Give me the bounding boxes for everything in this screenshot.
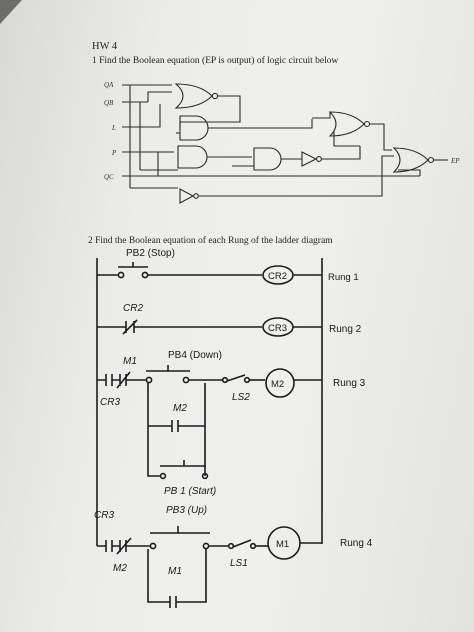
or-gate-2-bubble (363, 120, 371, 128)
and-gate-2 (177, 145, 208, 169)
ls2-switch (226, 374, 246, 382)
pb3-contact-right (202, 542, 210, 550)
m1-branch (147, 549, 207, 608)
qc-to-or3-wire (398, 169, 421, 176)
input-label-qb: QB (104, 99, 114, 107)
question-1-text: 1 Find the Boolean equation (EP is outpu… (92, 55, 338, 66)
pb3-button (150, 526, 210, 534)
label-pb2: PB2 (Stop) (126, 248, 175, 259)
or-gate-2 (312, 111, 365, 137)
label-rung-3: Rung 3 (333, 378, 366, 389)
label-cr3-contact-b: CR3 (94, 510, 114, 521)
pb2-contact-left (117, 271, 125, 279)
pb4-contact-left (145, 376, 153, 384)
not2-output-wire (198, 155, 394, 197)
input-tap-wires (129, 85, 141, 188)
label-cr3-coil: CR3 (268, 323, 287, 334)
ls1-left (227, 542, 235, 550)
pb4-button (146, 365, 190, 372)
label-rung-2: Rung 2 (329, 324, 362, 335)
or2-output-wire (370, 123, 392, 151)
pb4-contact-right (182, 376, 190, 384)
label-cr3-contact: CR3 (100, 397, 120, 408)
label-rung-4: Rung 4 (340, 538, 373, 549)
label-cr2-contact: CR2 (123, 303, 143, 314)
and1-output-wire (208, 119, 313, 129)
ls2-right (243, 376, 251, 384)
or1-output-wire (179, 95, 241, 128)
or-gate-1 (174, 83, 213, 109)
label-cr2-coil: CR2 (268, 271, 287, 282)
pb2-button (118, 262, 148, 268)
not-gate-2 (179, 188, 195, 204)
input-label-p: P (111, 149, 117, 157)
or2-input-wire (333, 132, 360, 147)
label-m2-contact: M2 (173, 403, 187, 414)
pb1-contact-left (159, 472, 167, 480)
input-label-l: L (111, 124, 116, 132)
or-gate-1-bubble (211, 92, 219, 100)
label-m2-contact-b: M2 (113, 563, 127, 574)
m2-branch (147, 383, 206, 477)
label-m1-contact: M1 (123, 356, 137, 367)
label-m2-coil: M2 (271, 379, 284, 390)
pb3-contact-left (149, 542, 157, 550)
not-gate-1-bubble (316, 156, 322, 162)
or-gate-3 (392, 147, 429, 173)
not1-output-wire (321, 146, 361, 160)
pb1-button (160, 426, 206, 476)
label-m1-contact-b: M1 (168, 566, 182, 577)
ls1-switch (232, 539, 252, 548)
input-label-qc: QC (104, 173, 114, 181)
ladder-diagram (96, 258, 323, 608)
input-label-qa: QA (104, 81, 114, 89)
and-gate-1 (179, 115, 209, 141)
pb2-contact-right (141, 271, 149, 279)
cr3-m2-contacts (97, 537, 150, 555)
not-gate-1 (301, 151, 318, 167)
label-ls2: LS2 (232, 392, 250, 403)
ls1-right (249, 542, 257, 550)
ls2-left (221, 376, 229, 384)
label-m1-coil: M1 (276, 539, 289, 550)
output-label-ep: EP (450, 157, 460, 165)
m2-coil (265, 368, 295, 398)
label-rung-1: Rung 1 (328, 272, 359, 283)
input-wire-l (122, 104, 161, 128)
not-gate-2-bubble (193, 193, 199, 199)
label-pb1: PB 1 (Start) (164, 486, 216, 497)
m1-cr3-nc-contacts (97, 371, 146, 389)
label-pb4: PB4 (Down) (168, 350, 222, 361)
logic-circuit (122, 83, 448, 204)
question-2-text: 2 Find the Boolean equation of each Rung… (88, 235, 333, 246)
hw-title: HW 4 (92, 41, 118, 52)
label-ls1: LS1 (230, 558, 248, 569)
cr2-nc-contact (97, 319, 262, 335)
or-gate-3-bubble (427, 156, 435, 164)
label-pb3: PB3 (Up) (166, 505, 207, 516)
and-gate-3 (253, 147, 282, 171)
